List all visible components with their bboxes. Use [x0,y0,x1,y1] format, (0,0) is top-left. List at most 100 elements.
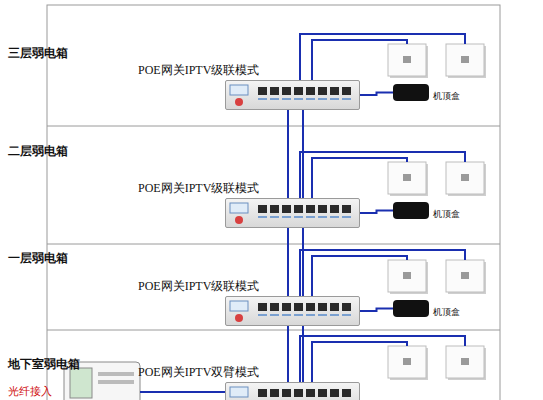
switch-port [318,87,327,95]
port-label [318,314,327,316]
switch-logo [230,85,248,95]
switch-front [226,383,359,400]
switch-port [318,303,327,311]
switch-port [306,389,315,397]
switch-mode-label: POE网关IPTV双臂模式 [138,364,259,381]
wall-plate [446,162,484,194]
switch-mode-label: POE网关IPTV级联模式 [138,278,259,295]
network-cable [302,326,304,382]
network-cable [360,211,393,214]
plate-socket [461,174,469,181]
port-label [330,98,339,100]
network-cable [312,40,407,80]
switch-front [226,81,359,109]
switch-front [226,297,359,325]
switch-port [294,389,303,397]
switch-port [270,87,279,95]
set-top-box: 机顶盒 [393,84,429,101]
switch-port [330,389,339,397]
switch-port [342,87,351,95]
switch-logo [230,301,248,311]
switch-port [282,389,291,397]
switch-logo [230,203,248,213]
switch-mode-label: POE网关IPTV级联模式 [138,62,259,79]
wall-plate [446,346,484,378]
floor-divider [47,330,500,331]
plate-socket [461,56,469,63]
switch-port [306,303,315,311]
port-label [270,314,279,316]
port-label [270,216,279,218]
plate-socket [403,272,411,279]
switch-port [318,205,327,213]
set-top-box-label: 机顶盒 [433,306,460,319]
switch-port [270,205,279,213]
plate-socket [461,272,469,279]
network-cable [287,228,289,296]
switch-port [306,87,315,95]
network-cable [300,152,465,198]
port-label [282,98,291,100]
port-label [258,98,267,100]
floor-divider [47,244,500,245]
port-label [318,98,327,100]
switch-port [258,205,267,213]
network-cable [287,326,289,382]
wall-plate [388,162,426,194]
plate-socket [403,56,411,63]
network-cable [300,336,465,382]
switch-port [282,205,291,213]
port-label [258,216,267,218]
port-label [342,216,351,218]
fiber-input-note: 光纤接入 [8,384,52,399]
port-label [342,98,351,100]
switch-port [318,389,327,397]
network-cable [300,250,465,296]
switch-knob [235,98,243,106]
poe-switch: POE网关IPTV级联模式 [225,80,360,110]
switch-port [342,303,351,311]
switch-port [342,205,351,213]
port-label [258,314,267,316]
switch-mode-label: POE网关IPTV级联模式 [138,180,259,197]
port-label [270,98,279,100]
switch-port [330,303,339,311]
poe-switch: POE网关IPTV双臂模式 [225,382,360,400]
floor-label: 三层弱电箱 [8,45,68,62]
outer-frame [47,5,500,400]
plate-socket [461,358,469,365]
switch-knob [235,216,243,224]
wall-plate [388,260,426,292]
floor-label: 地下室弱电箱 [8,356,80,373]
network-cable [360,93,393,96]
floor-label: 一层弱电箱 [8,250,68,267]
wall-plate [388,44,426,76]
port-label [282,314,291,316]
plate-socket [403,358,411,365]
switch-port [294,87,303,95]
wall-plate [388,346,426,378]
port-label [294,98,303,100]
port-label [294,216,303,218]
port-label [306,314,315,316]
switch-port [282,303,291,311]
floor-label: 二层弱电箱 [8,143,68,160]
port-label [282,216,291,218]
port-label [342,314,351,316]
plate-socket [403,174,411,181]
switch-port [258,303,267,311]
switch-port [330,87,339,95]
switch-port [270,389,279,397]
switch-knob [235,314,243,322]
wall-plate [446,260,484,292]
switch-port [258,389,267,397]
port-label [306,98,315,100]
switch-port [294,303,303,311]
port-label [306,216,315,218]
set-top-box: 机顶盒 [393,300,429,317]
network-cable [312,342,407,382]
floor-divider [47,126,500,127]
switch-port [306,205,315,213]
switch-port [270,303,279,311]
switch-port [330,205,339,213]
